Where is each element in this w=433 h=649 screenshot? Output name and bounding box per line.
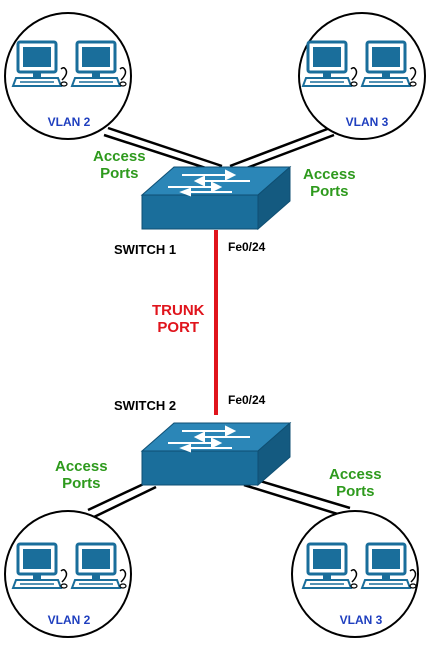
switch-2-port-label: Fe0/24 xyxy=(228,393,266,407)
switch-1-label: SWITCH 1 xyxy=(114,242,177,257)
access-ports-label: Access Ports xyxy=(329,466,382,501)
vlan-label: VLAN 3 xyxy=(345,115,389,129)
vlan-label: VLAN 3 xyxy=(339,613,383,627)
access-ports-line2: Ports xyxy=(100,165,139,183)
trunk-port-line2: PORT xyxy=(157,319,200,337)
access-ports-line1: Access xyxy=(93,148,146,165)
access-ports-label: Access Ports xyxy=(93,148,146,183)
access-link-bottom-left xyxy=(87,479,157,519)
switch-1-port-label: Fe0/24 xyxy=(228,240,266,254)
access-ports-line1: Access xyxy=(55,458,108,475)
trunk-port-label: TRUNK PORT xyxy=(152,302,205,337)
vlan-group-bottom-right xyxy=(291,510,419,638)
access-link-bottom-right xyxy=(243,476,351,518)
vlan-group-top-right xyxy=(298,12,426,140)
access-ports-line2: Ports xyxy=(310,183,349,201)
vlan-label: VLAN 2 xyxy=(47,613,91,627)
access-ports-line2: Ports xyxy=(336,483,375,501)
switch-icon xyxy=(141,166,291,230)
access-ports-label: Access Ports xyxy=(55,458,108,493)
access-ports-label: Access Ports xyxy=(303,166,356,201)
vlan-label: VLAN 2 xyxy=(47,115,91,129)
access-ports-line2: Ports xyxy=(62,475,101,493)
vlan-group-bottom-left xyxy=(4,510,132,638)
switch-icon xyxy=(141,422,291,486)
access-ports-line1: Access xyxy=(329,466,382,483)
access-link-top-left xyxy=(103,126,223,174)
access-link-top-right xyxy=(229,126,335,174)
vlan-group-top-left xyxy=(4,12,132,140)
switch-2-label: SWITCH 2 xyxy=(114,398,177,413)
access-ports-line1: Access xyxy=(303,166,356,183)
trunk-port-line1: TRUNK xyxy=(152,302,205,319)
